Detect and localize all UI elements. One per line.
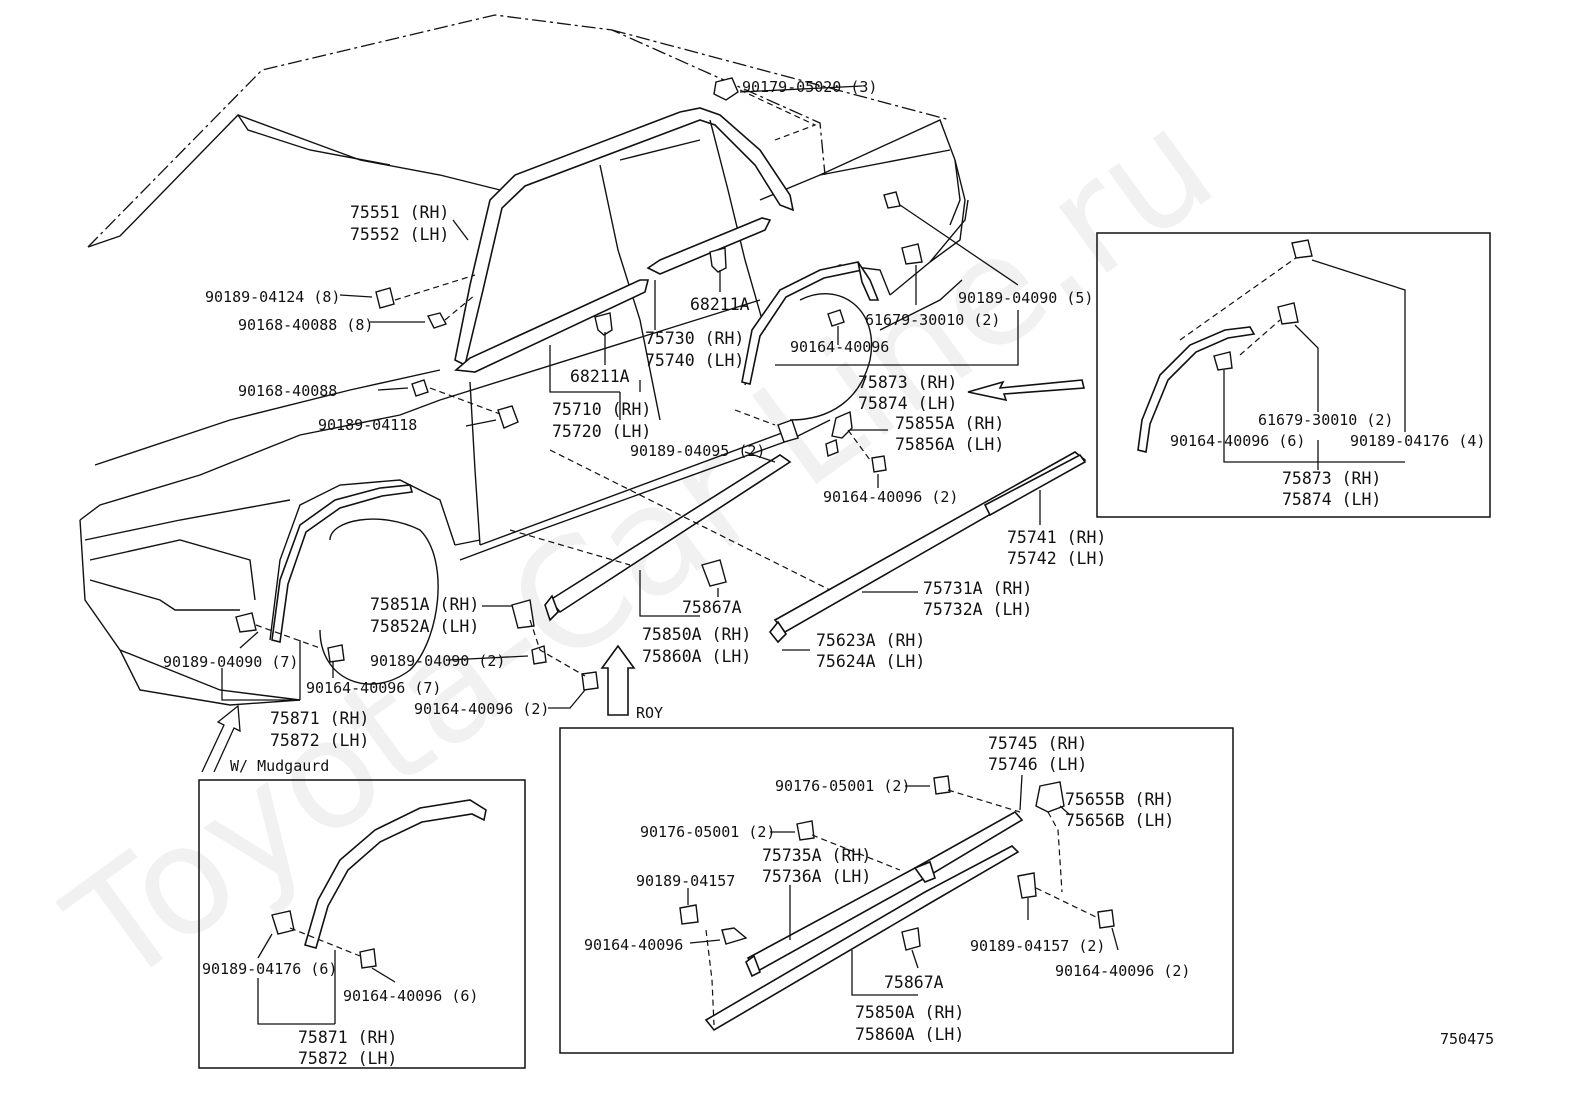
label-75856a: 75856A (LH) xyxy=(895,435,1004,454)
inset-left-label-90164: 90164-40096 (6) xyxy=(343,987,478,1005)
label-90189-04124: 90189-04124 (8) xyxy=(205,288,340,306)
clip-68211a-rear xyxy=(709,247,727,273)
label-75552: 75552 (LH) xyxy=(350,225,449,244)
inset-bottom-label-90164-40096-2: 90164-40096 (2) xyxy=(1055,962,1190,980)
inset-bottom-label-75867a: 75867A xyxy=(884,973,944,992)
inset-bottom-molding-lower xyxy=(704,845,1020,1032)
label-75874: 75874 (LH) xyxy=(858,394,957,413)
label-75731a: 75731A (RH) xyxy=(923,579,1032,598)
label-75860a: 75860A (LH) xyxy=(642,647,751,666)
label-75710: 75710 (RH) xyxy=(552,400,651,419)
front-fender-flare xyxy=(271,484,414,643)
label-68211a-front: 68211A xyxy=(570,367,630,386)
inset-bottom-label-75735a: 75735A (RH) xyxy=(762,846,871,865)
inset-bottom-label-75655b: 75655B (RH) xyxy=(1065,790,1174,809)
inset-right-flare xyxy=(1137,326,1256,453)
inset-right-label-75873: 75873 (RH) xyxy=(1282,469,1381,488)
label-roy: ROY xyxy=(636,704,663,722)
label-75852a: 75852A (LH) xyxy=(370,617,479,636)
diagram-number: 750475 xyxy=(1440,1030,1494,1048)
inset-bottom-label-90176-a: 90176-05001 (2) xyxy=(775,777,910,795)
label-75730: 75730 (RH) xyxy=(645,329,744,348)
label-90164-40096-top: 90164-40096 xyxy=(790,338,889,356)
label-90189-04118: 90189-04118 xyxy=(318,416,417,434)
inset-bottom-label-90189-04157-2: 90189-04157 (2) xyxy=(970,937,1105,955)
label-75851a: 75851A (RH) xyxy=(370,595,479,614)
label-75732a: 75732A (LH) xyxy=(923,600,1032,619)
inset-left-label-90189: 90189-04176 (6) xyxy=(202,960,337,978)
inset-bottom-label-75860a: 75860A (LH) xyxy=(855,1025,964,1044)
inset-bottom-label-90176-b: 90176-05001 (2) xyxy=(640,823,775,841)
belt-molding-rear xyxy=(646,217,772,275)
label-75720: 75720 (LH) xyxy=(552,422,651,441)
label-75742: 75742 (LH) xyxy=(1007,549,1106,568)
inset-right-label-75874: 75874 (LH) xyxy=(1282,490,1381,509)
label-75624a: 75624A (LH) xyxy=(816,652,925,671)
inset-left-label-75872: 75872 (LH) xyxy=(298,1049,397,1068)
dashed-connectors xyxy=(255,89,1301,677)
inset-bottom-label-90189-04157: 90189-04157 xyxy=(636,872,735,890)
inset-bottom-label-75746: 75746 (LH) xyxy=(988,755,1087,774)
label-90189-04090-7: 90189-04090 (7) xyxy=(163,653,298,671)
fasteners-main xyxy=(235,77,923,691)
label-75850a: 75850A (RH) xyxy=(642,625,751,644)
label-68211a-rear: 68211A xyxy=(690,295,750,314)
label-90164-40096-7: 90164-40096 (7) xyxy=(306,679,441,697)
label-90179-05020: 90179-05020 (3) xyxy=(742,78,877,96)
leader-lines xyxy=(221,85,1041,709)
label-75740: 75740 (LH) xyxy=(645,351,744,370)
label-61679-30010: 61679-30010 (2) xyxy=(865,311,1000,329)
rocker-extension-75741 xyxy=(983,453,1087,517)
car-body-outline xyxy=(79,14,969,706)
inset-bottom-label-75656b: 75656B (LH) xyxy=(1065,811,1174,830)
label-75855a: 75855A (RH) xyxy=(895,414,1004,433)
label-90189-04090-5: 90189-04090 (5) xyxy=(958,289,1093,307)
label-90164-40096-2a: 90164-40096 (2) xyxy=(823,488,958,506)
arrow-up-mudguard xyxy=(201,704,241,773)
arrow-left-to-inset xyxy=(967,379,1086,402)
label-90189-04095: 90189-04095 (2) xyxy=(630,442,765,460)
inset-bottom-label-75850a: 75850A (RH) xyxy=(855,1003,964,1022)
label-75872: 75872 (LH) xyxy=(270,731,369,750)
label-75741: 75741 (RH) xyxy=(1007,528,1106,547)
belt-molding-front xyxy=(454,279,650,373)
inset-right-frame xyxy=(1096,232,1491,518)
label-75871: 75871 (RH) xyxy=(270,709,369,728)
inset-bottom-label-75736a: 75736A (LH) xyxy=(762,867,871,886)
label-90168-40088: 90168-40088 xyxy=(238,382,337,400)
inset-left-flare xyxy=(304,799,487,949)
inset-right-label-61679: 61679-30010 (2) xyxy=(1258,411,1393,429)
inset-left-label-75871: 75871 (RH) xyxy=(298,1028,397,1047)
inset-bottom-label-75745: 75745 (RH) xyxy=(988,734,1087,753)
label-75873: 75873 (RH) xyxy=(858,373,957,392)
part-labels: 90179-05020 (3) 75551 (RH) 75552 (LH) 90… xyxy=(163,78,1494,1068)
inset-right-label-90189: 90189-04176 (4) xyxy=(1350,432,1485,450)
label-90164-40096-2b: 90164-40096 (2) xyxy=(414,700,549,718)
arrow-up-roy xyxy=(600,644,636,716)
label-75623a: 75623A (RH) xyxy=(816,631,925,650)
inset-left-frame xyxy=(198,779,526,1069)
label-75867a: 75867A xyxy=(682,598,742,617)
label-90189-04090-2: 90189-04090 (2) xyxy=(370,652,505,670)
label-90168-40088-8: 90168-40088 (8) xyxy=(238,316,373,334)
clip-68211a-front xyxy=(594,312,613,336)
label-w-mudguard: W/ Mudgaurd xyxy=(230,757,329,775)
inset-bottom-label-90164-40096: 90164-40096 xyxy=(584,936,683,954)
label-75551: 75551 (RH) xyxy=(350,203,449,222)
inset-right-label-90164: 90164-40096 (6) xyxy=(1170,432,1305,450)
inset-bottom-frame xyxy=(559,727,1234,1054)
